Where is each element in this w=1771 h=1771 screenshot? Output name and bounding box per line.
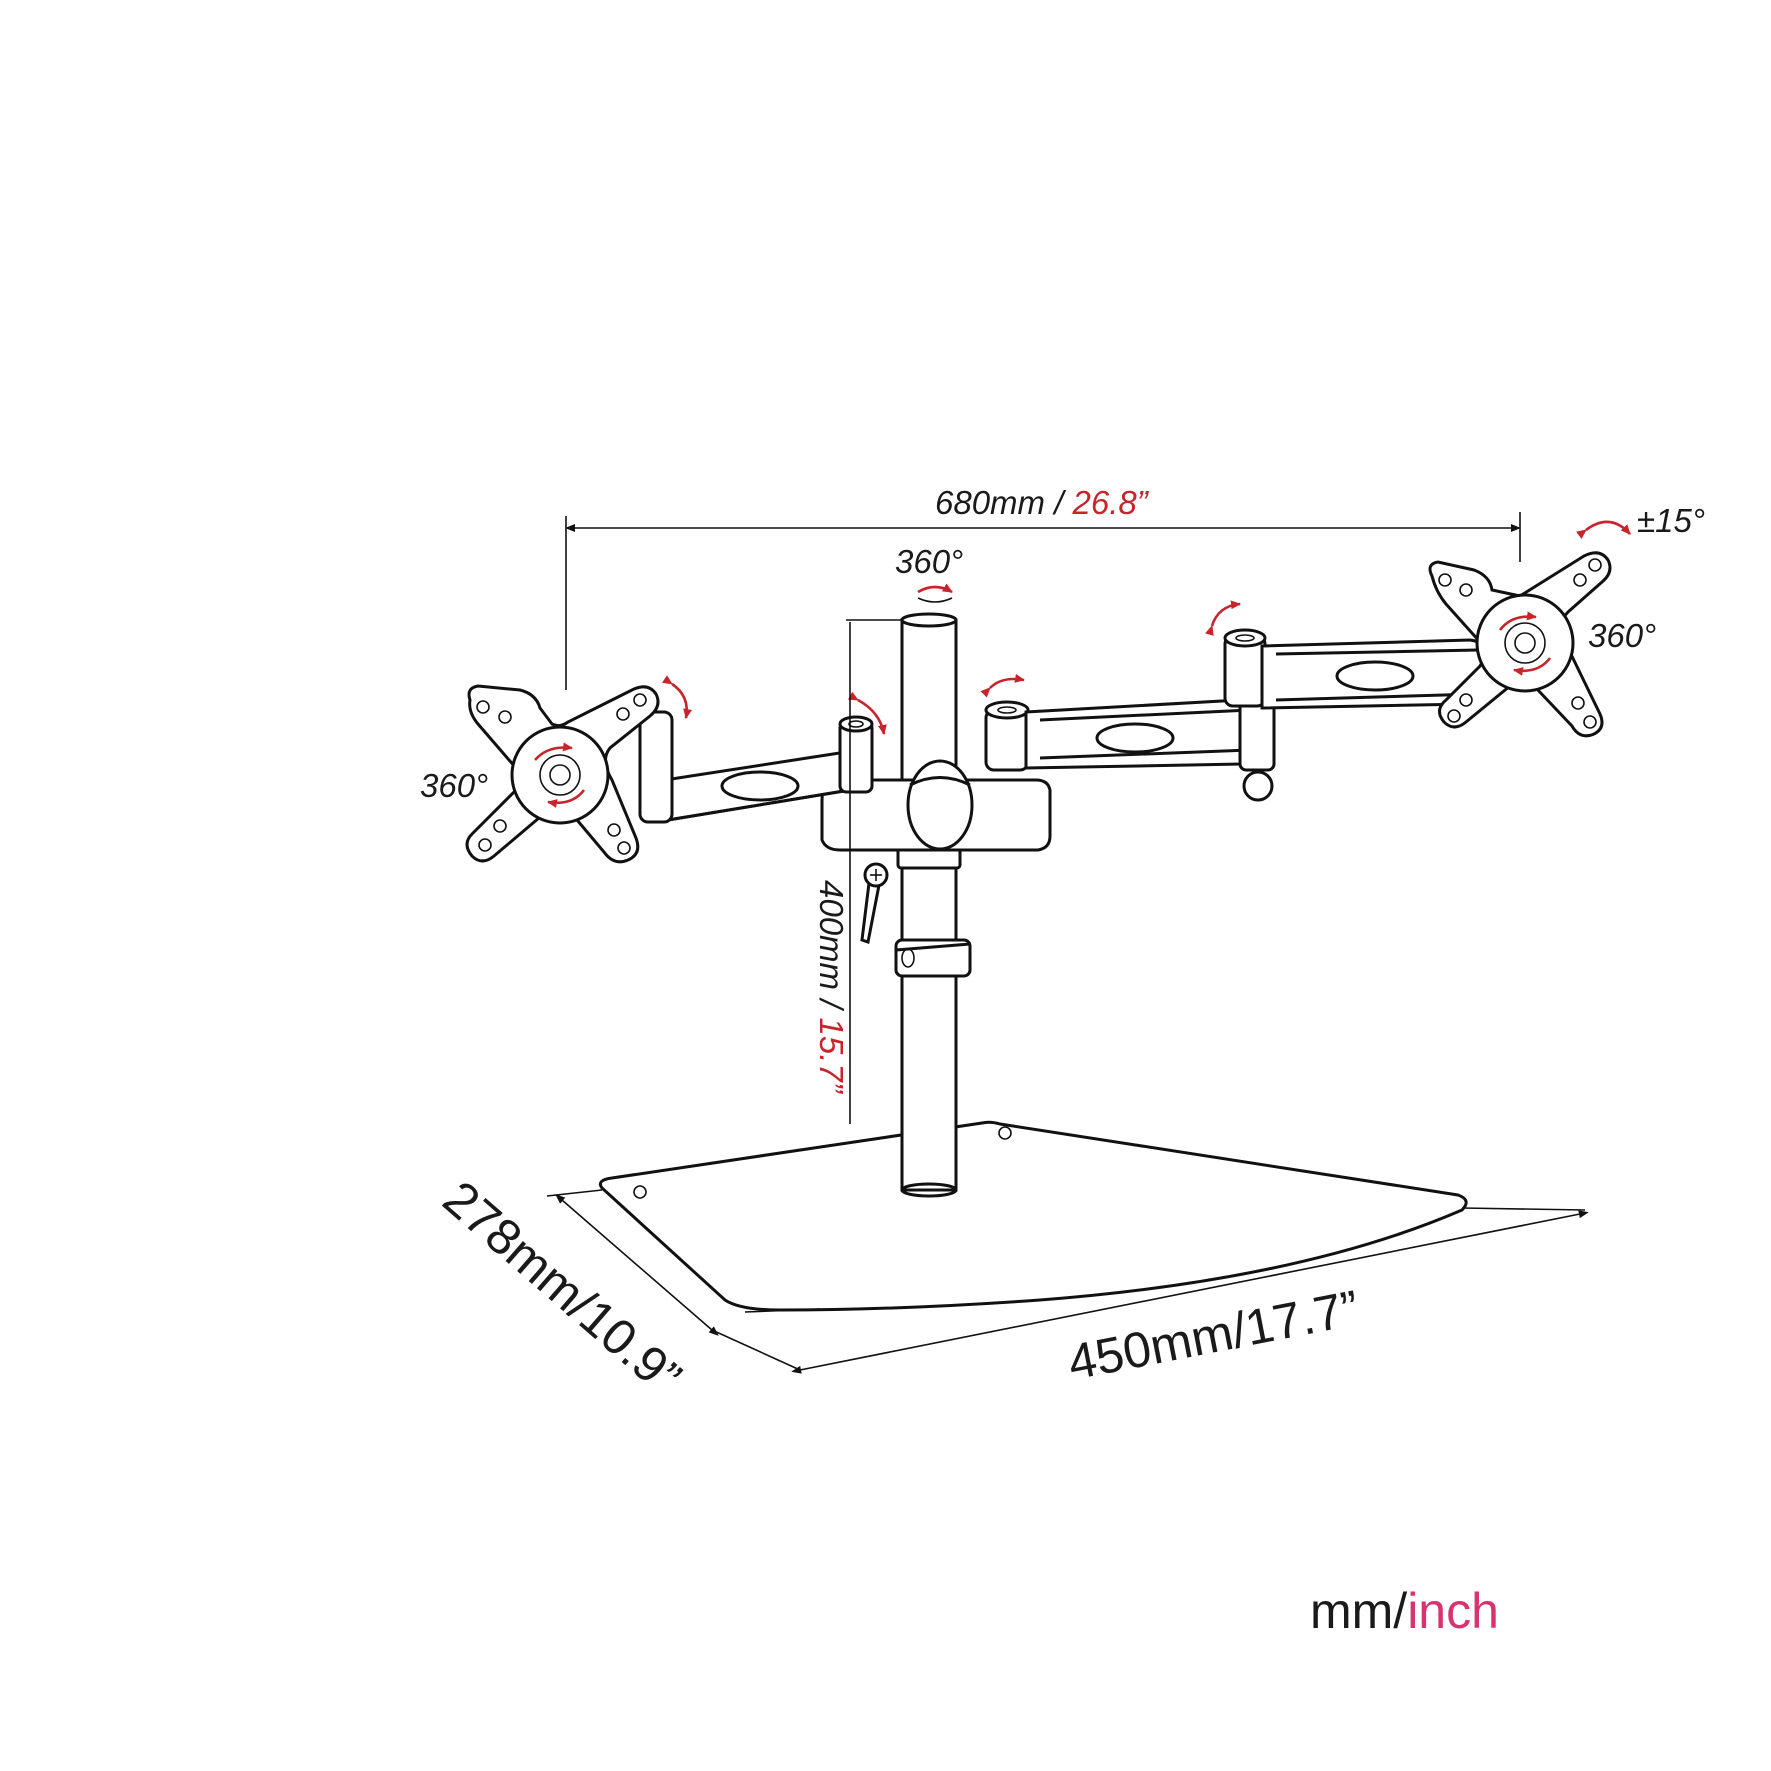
width-label: 680mm / 26.8”	[935, 484, 1150, 521]
width-mm: 680mm /	[935, 484, 1073, 521]
pole-rotation-label: 360°	[895, 543, 963, 580]
left-vesa-plate	[465, 684, 660, 864]
dimension-depth-line	[546, 1189, 801, 1371]
right-arm-inner	[984, 688, 1276, 772]
dimension-height-line	[846, 619, 902, 1124]
height-mm: 400mm /	[813, 880, 850, 1018]
width-inch: 26.8”	[1072, 484, 1150, 521]
pole	[894, 612, 972, 1198]
dimension-width-line	[565, 512, 1521, 690]
right-vesa-plate	[1428, 551, 1612, 738]
tilt-label: ±15°	[1637, 502, 1705, 539]
swivel-arrows	[662, 520, 1631, 735]
legend-mm: mm/	[1310, 1583, 1407, 1639]
dimension-base-width-line	[791, 1207, 1589, 1374]
legend-inch: inch	[1407, 1583, 1499, 1639]
right-plate-rotation-label: 360°	[1588, 617, 1656, 654]
base-depth-label: 278mm/10.9”	[433, 1170, 692, 1406]
unit-legend: mm/inch	[1310, 1583, 1499, 1639]
center-hub	[820, 759, 1052, 944]
height-inch: 15.7”	[813, 1018, 850, 1095]
right-arm-outer	[1223, 628, 1490, 802]
base-width-label: 450mm/17.7”	[1063, 1280, 1363, 1391]
left-plate-rotation-label: 360°	[420, 767, 488, 804]
height-label: 400mm / 15.7”	[813, 880, 850, 1095]
cable-clip	[894, 938, 972, 978]
